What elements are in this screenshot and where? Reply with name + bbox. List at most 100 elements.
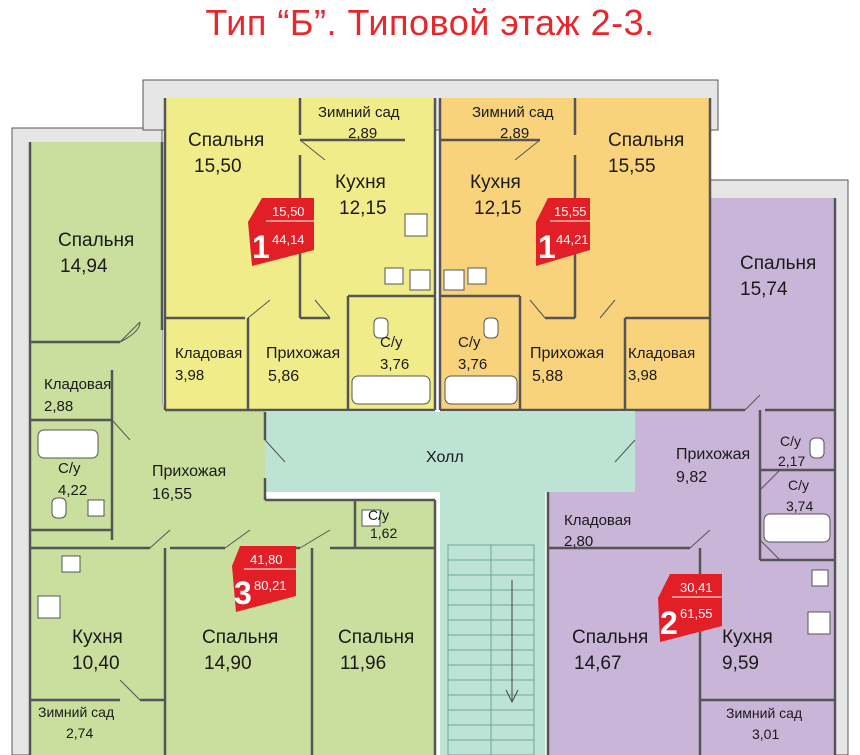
room-area: 2,89: [348, 125, 377, 142]
room-name: Зимний сад: [38, 704, 114, 720]
apartment-badge-1-right: 15,55 1 44,21: [536, 198, 590, 266]
stove-green: [37, 595, 61, 619]
room-name: Кухня: [72, 627, 123, 648]
plan-title: Тип “Б”. Типовой этаж 2-3.: [205, 2, 655, 43]
room-name: Прихожая: [530, 345, 604, 362]
badge-total-area: 44,14: [272, 232, 305, 247]
sink-left: [87, 499, 105, 517]
room-area: 3,74: [786, 498, 813, 514]
room-area: 2,80: [564, 533, 593, 550]
room-name: С/у: [458, 334, 481, 351]
toilet-purple: [809, 437, 825, 459]
purple-floor: [548, 198, 835, 755]
sink-orange: [467, 267, 487, 285]
green-apartment-floor: [30, 142, 435, 755]
apartment-badge-1-left: 15,50 1 44,14: [248, 198, 314, 266]
badge-room-count: 2: [660, 605, 678, 641]
hall-floor: [265, 412, 635, 755]
badge-shape: [232, 546, 296, 612]
room-area: 3,76: [380, 356, 409, 373]
room-area: 15,50: [194, 156, 242, 177]
badge-living-area: 30,41: [680, 580, 713, 595]
room-name: Кладовая: [628, 345, 695, 362]
badge-shape: [536, 198, 590, 266]
bathtub-yellow: [351, 375, 431, 405]
sink-green: [61, 555, 81, 573]
sink-purple: [811, 569, 829, 587]
room-area: 2,17: [778, 453, 805, 469]
room-area: 15,55: [608, 156, 656, 177]
badge-total-area: 44,21: [556, 232, 589, 247]
common-hall-floor: [265, 412, 635, 755]
room-name: Кухня: [335, 172, 386, 193]
apartment-badge-2: 30,41 2 61,55: [658, 574, 722, 642]
badge-room-count: 1: [252, 229, 270, 265]
room-name: Прихожая: [152, 463, 226, 480]
bathtub-left: [37, 429, 99, 459]
room-name: С/у: [58, 460, 81, 477]
fixtures: [37, 213, 831, 635]
room-area: 5,88: [532, 368, 563, 385]
room-name: Зимний сад: [726, 705, 802, 721]
badge-living-area: 15,50: [272, 204, 305, 219]
room-name: Спальня: [202, 627, 278, 648]
room-name: Кухня: [722, 627, 773, 648]
room-name: Прихожая: [676, 446, 750, 463]
room-name: Спальня: [338, 627, 414, 648]
purple-apartment-floor: [548, 198, 835, 755]
green-floor: [30, 142, 435, 755]
room-area: 2,88: [44, 398, 73, 415]
room-area: 10,40: [72, 653, 120, 674]
room-area: 14,67: [574, 653, 622, 674]
room-area: 1,62: [370, 525, 397, 541]
staircase: [447, 544, 535, 755]
room-name: Кладовая: [44, 376, 111, 393]
badge-room-count: 3: [234, 575, 252, 611]
room-area: 14,90: [204, 653, 252, 674]
room-name: Кухня: [470, 172, 521, 193]
room-name: С/у: [380, 334, 403, 351]
room-name: Зимний сад: [318, 104, 400, 121]
room-area: 3,98: [175, 367, 204, 384]
toilet-yellow: [373, 317, 389, 339]
badge-shape: [248, 198, 314, 266]
room-name: С/у: [368, 507, 389, 523]
room-area: 3,76: [458, 356, 487, 373]
room-area: 2,74: [66, 725, 93, 741]
room-area: 9,82: [676, 469, 707, 486]
room-area: 5,86: [268, 368, 299, 385]
room-name: Спальня: [188, 130, 264, 151]
toilet-orange: [483, 317, 499, 339]
room-labels: Спальня 15,50 Зимний сад 2,89 Кухня 12,1…: [38, 104, 816, 742]
stove-purple: [807, 611, 831, 635]
room-name: С/у: [780, 433, 801, 449]
badge-living-area: 41,80: [250, 552, 283, 567]
room-name: Спальня: [58, 230, 134, 251]
room-name: Холл: [426, 449, 464, 466]
room-area: 15,74: [740, 279, 788, 300]
room-area: 3,01: [752, 726, 779, 742]
toilet-left: [51, 497, 67, 519]
room-area: 4,22: [58, 482, 87, 499]
room-area: 16,55: [152, 486, 192, 503]
room-area: 9,59: [722, 653, 759, 674]
badge-living-area: 15,55: [554, 204, 587, 219]
stove-yellow: [404, 213, 428, 237]
badge-shape: [658, 574, 722, 642]
room-name: С/у: [788, 477, 809, 493]
badge-room-count: 1: [538, 229, 556, 265]
room-name: Кладовая: [175, 345, 242, 362]
stove-yellow-2: [409, 269, 431, 291]
badge-total-area: 80,21: [254, 578, 287, 593]
apartment-badge-3: 41,80 3 80,21: [232, 546, 296, 612]
sink-wc: [361, 509, 381, 527]
room-name: Прихожая: [266, 345, 340, 362]
room-area: 12,15: [474, 198, 522, 219]
room-area: 11,96: [340, 653, 386, 674]
bathtub-purple: [763, 513, 831, 543]
room-area: 3,98: [628, 367, 657, 384]
room-name: Зимний сад: [472, 104, 554, 121]
badge-total-area: 61,55: [680, 606, 713, 621]
room-area: 2,89: [500, 125, 529, 142]
